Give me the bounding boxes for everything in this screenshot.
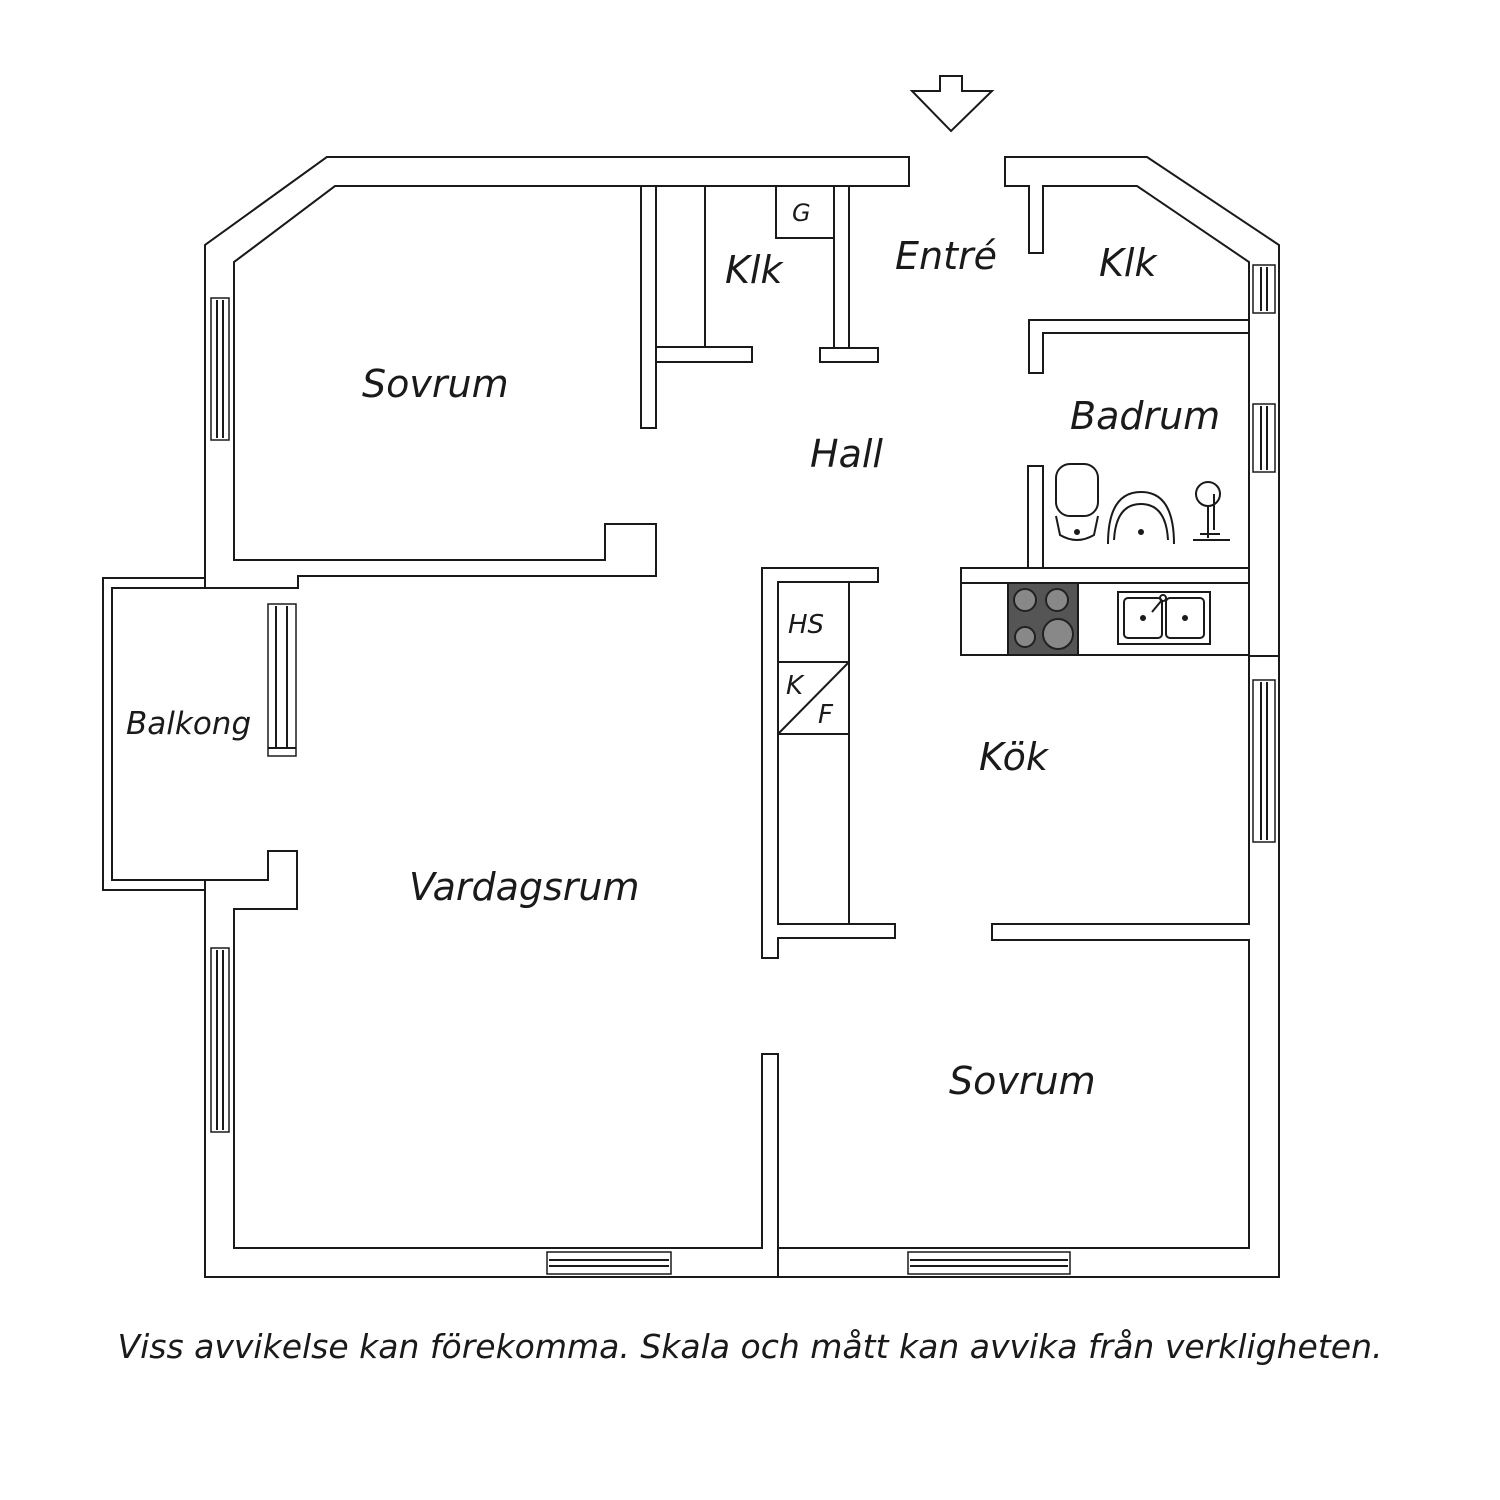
kitchen-sink-icon <box>1117 591 1211 645</box>
interior-walls <box>640 185 1250 959</box>
stove-icon <box>1007 582 1079 656</box>
fixture-label-f: F <box>818 700 834 730</box>
windows <box>210 264 1276 1275</box>
balcony <box>102 577 206 891</box>
room-label-entre: Entré <box>895 234 997 278</box>
entrance-arrow-icon <box>909 75 995 133</box>
room-label-kok: Kök <box>979 735 1050 779</box>
room-label-klk-left: Klk <box>725 248 784 292</box>
room-label-hall: Hall <box>810 432 883 476</box>
fixture-label-hs: HS <box>788 610 824 640</box>
toilet-icon <box>1055 463 1099 541</box>
room-label-klk-right: Klk <box>1099 241 1158 285</box>
shower-icon <box>1193 481 1230 541</box>
sink-icon <box>1107 490 1175 545</box>
room-label-badrum: Badrum <box>1070 394 1220 438</box>
outer-walls <box>204 156 1280 1278</box>
fixture-label-k: K <box>786 671 805 701</box>
room-label-balkong: Balkong <box>126 706 251 742</box>
room-label-sovrum-top: Sovrum <box>362 362 509 406</box>
room-label-vardagsrum: Vardagsrum <box>409 865 640 909</box>
room-label-sovrum-bottom: Sovrum <box>949 1059 1096 1103</box>
fixture-label-g: G <box>792 199 811 227</box>
disclaimer-text: Viss avvikelse kan förekomma. Skala och … <box>118 1327 1383 1366</box>
